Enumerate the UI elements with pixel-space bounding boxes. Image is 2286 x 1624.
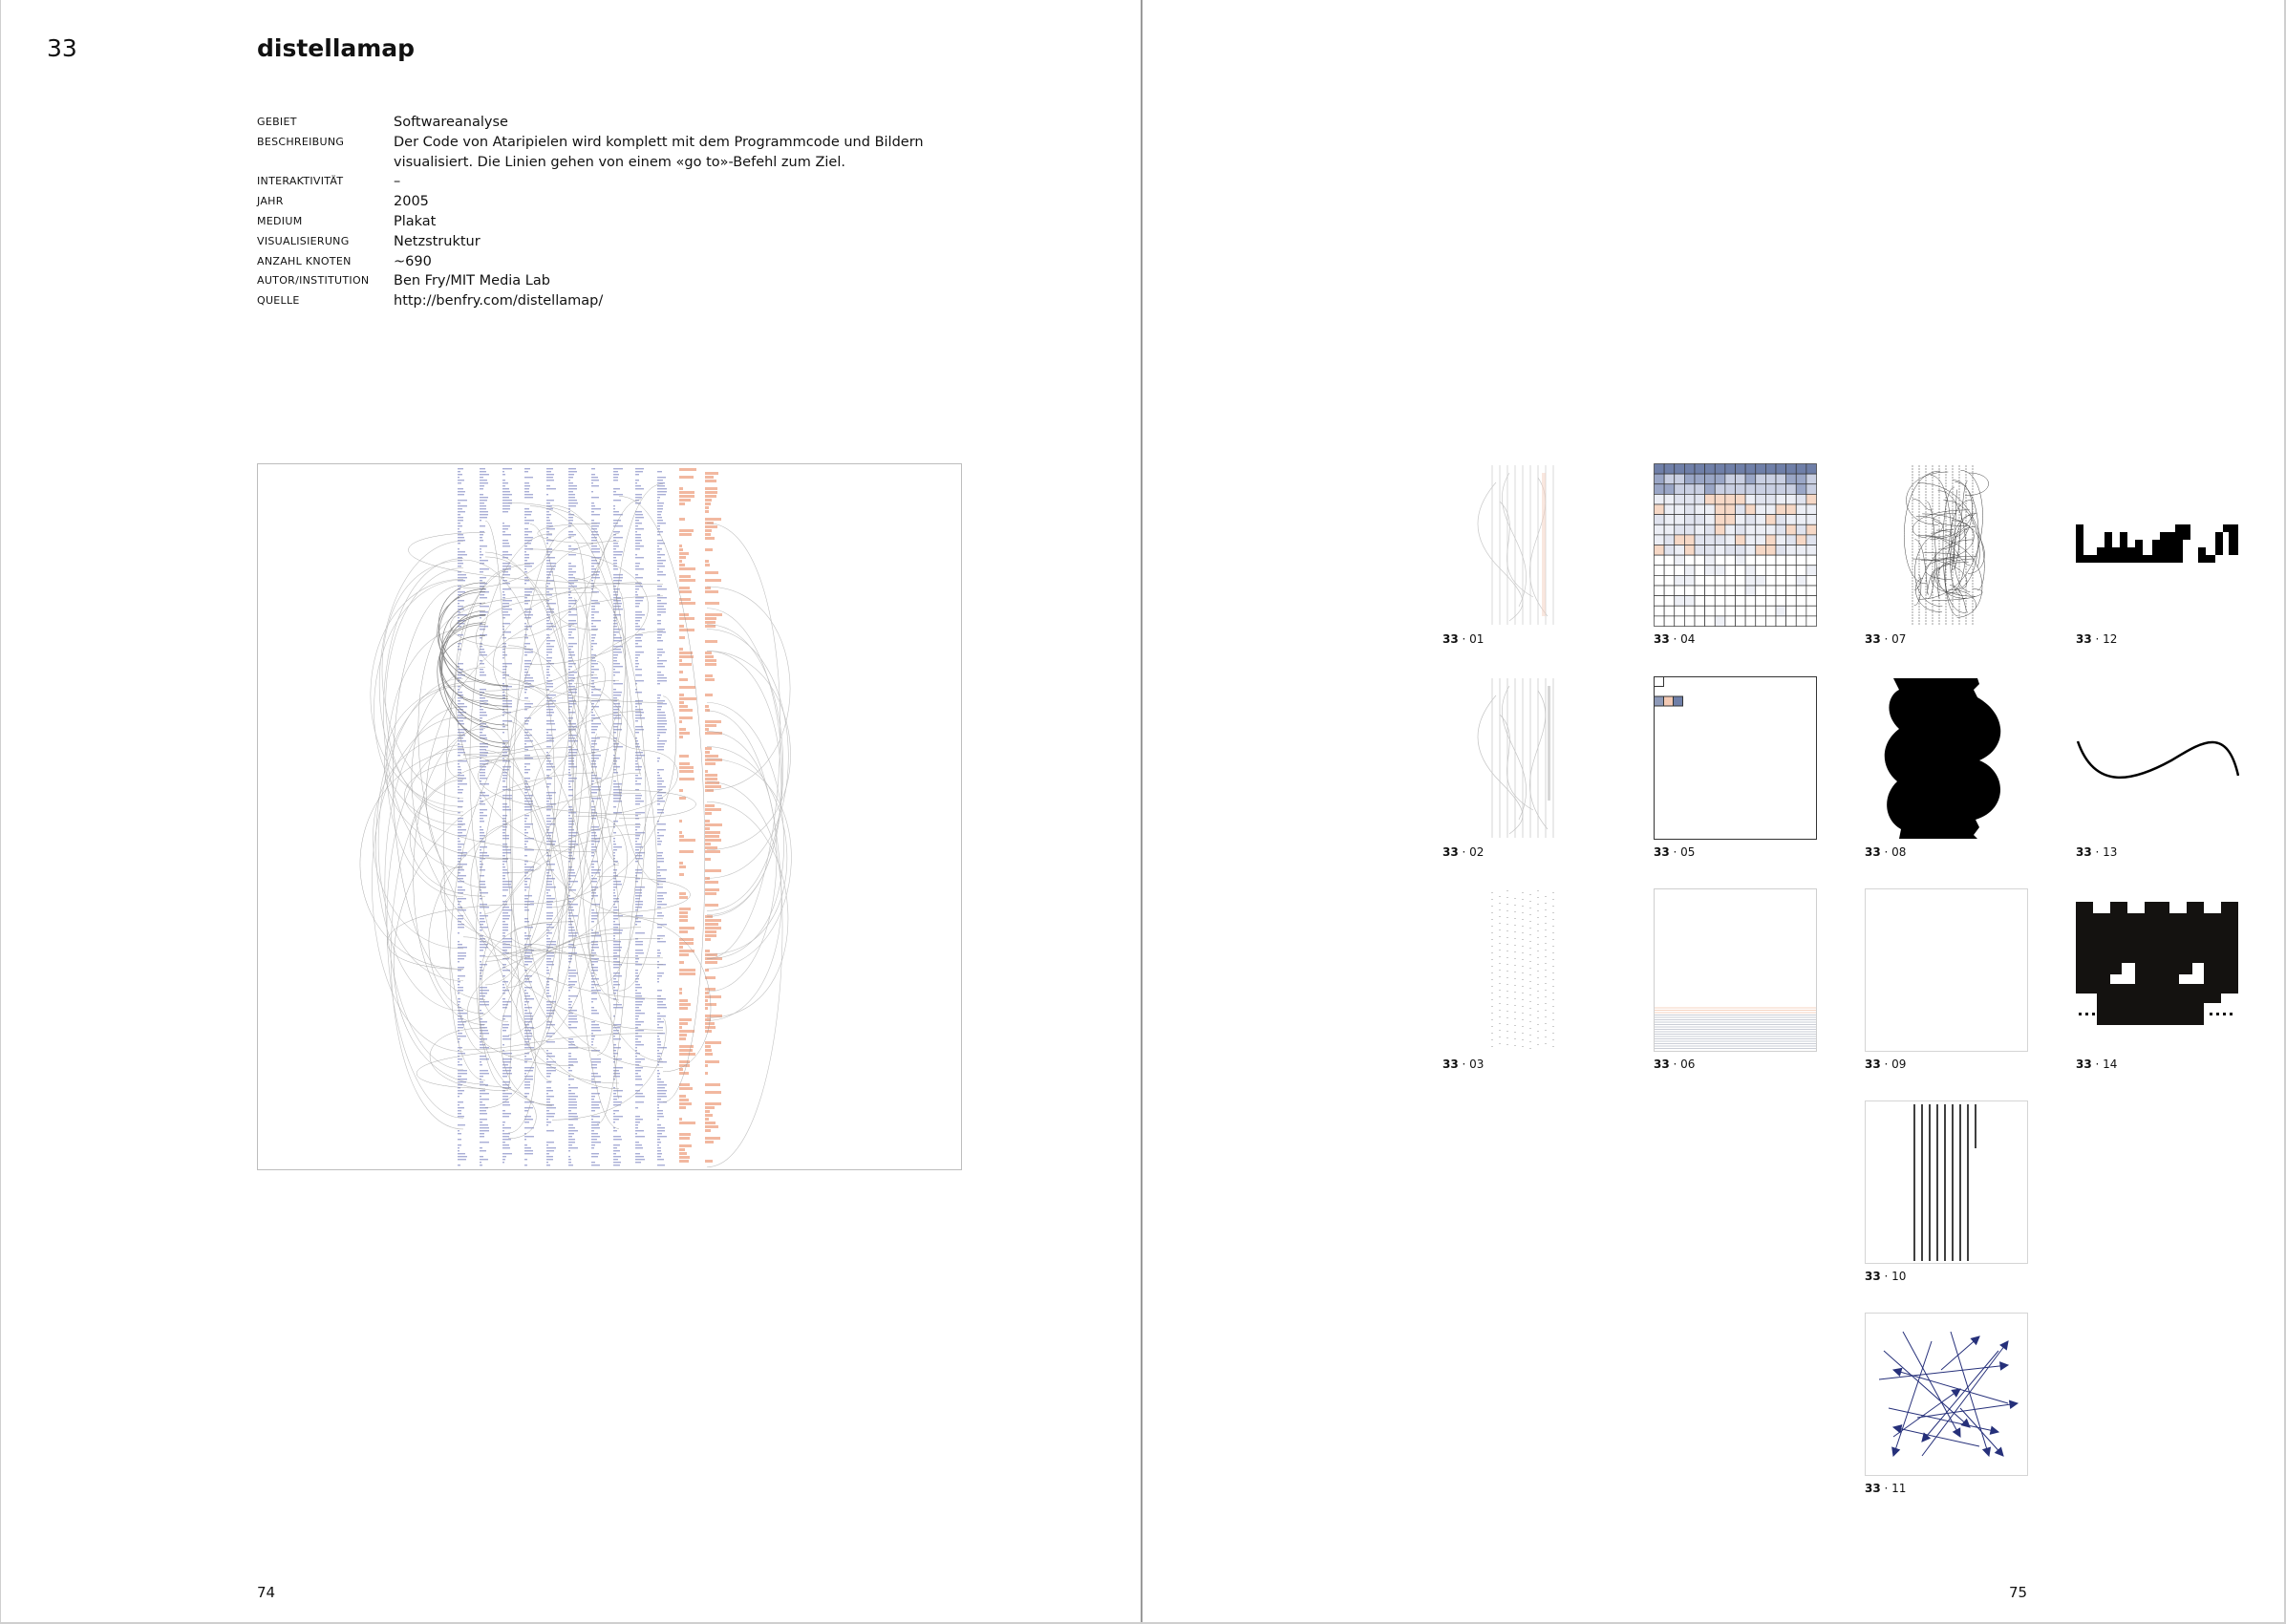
thumbnail-14 — [2076, 888, 2239, 1052]
meta-value: – — [394, 174, 401, 190]
caption-10: 33 · 10 — [1865, 1270, 1907, 1283]
thumbnail-12-image — [2076, 524, 2238, 563]
caption-05: 33 · 05 — [1654, 845, 1696, 859]
meta-value: 2005 — [394, 194, 429, 210]
meta-value: Ben Fry/MIT Media Lab — [394, 273, 550, 289]
meta-label: Autor/Institution — [257, 274, 370, 288]
thumbnail-04-image — [1654, 463, 1817, 627]
left-page: 33 distellamap Gebiet Softwareanalyse Be… — [0, 0, 1142, 1624]
thumbnail-12 — [2076, 463, 2239, 627]
right-page: 33 · 01 33 · 02 33 · 03 — [1142, 0, 2286, 1624]
caption-11: 33 · 11 — [1865, 1482, 1907, 1495]
thumbnail-13 — [2076, 676, 2239, 840]
thumbnail-02-image — [1477, 678, 1554, 838]
page-number-left: 74 — [257, 1584, 276, 1601]
chapter-number: 33 — [47, 34, 77, 62]
meta-label: Visualisierung — [257, 234, 350, 247]
caption-01: 33 · 01 — [1442, 632, 1485, 646]
page-number-right: 75 — [2009, 1584, 2028, 1601]
meta-label: Jahr — [257, 195, 284, 208]
meta-value: Plakat — [394, 213, 437, 229]
thumbnail-01 — [1442, 463, 1606, 627]
meta-label: Beschreibung — [257, 135, 345, 148]
thumbnail-05-image — [1654, 676, 1817, 840]
caption-07: 33 · 07 — [1865, 632, 1907, 646]
meta-row-interaktivitaet: Interaktivität – — [257, 172, 983, 192]
meta-label: Gebiet — [257, 116, 297, 128]
meta-row-medium: Medium Plakat — [257, 212, 983, 232]
meta-row-autor: Autor/Institution Ben Fry/MIT Media Lab — [257, 271, 983, 291]
thumbnail-11 — [1865, 1313, 2028, 1476]
spacer — [1442, 463, 1606, 627]
caption-06: 33 · 06 — [1654, 1058, 1696, 1071]
project-title: distellamap — [257, 34, 416, 62]
meta-label: Quelle — [257, 294, 300, 308]
thumbnail-03-image — [1491, 890, 1554, 1049]
meta-label: Anzahl Knoten — [257, 254, 352, 267]
meta-row-anzahl-knoten: Anzahl Knoten ~690 — [257, 252, 983, 272]
thumbnail-07 — [1865, 463, 2028, 627]
meta-row-beschreibung: Beschreibung Der Code von Ataripielen wi… — [257, 133, 983, 173]
meta-value: Softwareanalyse — [394, 115, 508, 130]
page-edge-bottom — [0, 1622, 2286, 1624]
thumbnail-11-image — [1865, 1313, 2028, 1476]
caption-09: 33 · 09 — [1865, 1058, 1907, 1071]
meta-row-quelle: Quelle http://benfry.com/distellamap/ — [257, 291, 983, 311]
thumbnail-09-image — [1865, 888, 2028, 1052]
caption-03: 33 · 03 — [1442, 1058, 1485, 1071]
caption-13: 33 · 13 — [2076, 845, 2118, 859]
thumbnail-10 — [1865, 1100, 2028, 1264]
thumbnail-05 — [1654, 676, 1817, 840]
page-edge-right — [2284, 0, 2286, 1624]
caption-04: 33 · 04 — [1654, 632, 1696, 646]
meta-label: Interaktivität — [257, 175, 344, 188]
meta-label: Medium — [257, 214, 303, 227]
metadata-table: Gebiet Softwareanalyse Beschreibung Der … — [257, 113, 983, 311]
thumbnail-10-image — [1865, 1100, 2028, 1264]
main-visualization — [257, 463, 962, 1170]
thumbnail-14-image — [2076, 902, 2238, 1025]
thumbnail-07-image — [1904, 465, 1989, 625]
thumbnail-09 — [1865, 888, 2028, 1052]
thumbnail-06-image — [1654, 888, 1817, 1052]
caption-08: 33 · 08 — [1865, 845, 1907, 859]
caption-02: 33 · 02 — [1442, 845, 1485, 859]
thumbnail-08-image — [1884, 678, 2001, 839]
distellamap-image — [359, 468, 792, 1167]
caption-12: 33 · 12 — [2076, 632, 2118, 646]
meta-value: Netzstruktur — [394, 233, 481, 249]
meta-row-gebiet: Gebiet Softwareanalyse — [257, 113, 983, 133]
meta-value: http://benfry.com/distellamap/ — [394, 293, 604, 310]
thumbnail-06 — [1654, 888, 1817, 1052]
meta-row-jahr: Jahr 2005 — [257, 192, 983, 212]
thumbnail-13-image — [2076, 740, 2239, 779]
book-spine — [1141, 0, 1143, 1624]
thumbnail-08 — [1865, 676, 2028, 840]
meta-value: ~690 — [394, 253, 432, 269]
meta-value: Der Code von Ataripielen wird komplett m… — [394, 134, 924, 170]
thumbnail-03 — [1442, 888, 1606, 1052]
unused-3 — [1442, 0, 1606, 163]
thumbnail-04 — [1654, 463, 1817, 627]
caption-14: 33 · 14 — [2076, 1058, 2118, 1071]
thumbnail-02 — [1442, 676, 1606, 840]
meta-row-visualisierung: Visualisierung Netzstruktur — [257, 232, 983, 252]
thumbnail-01-image — [1477, 465, 1554, 625]
